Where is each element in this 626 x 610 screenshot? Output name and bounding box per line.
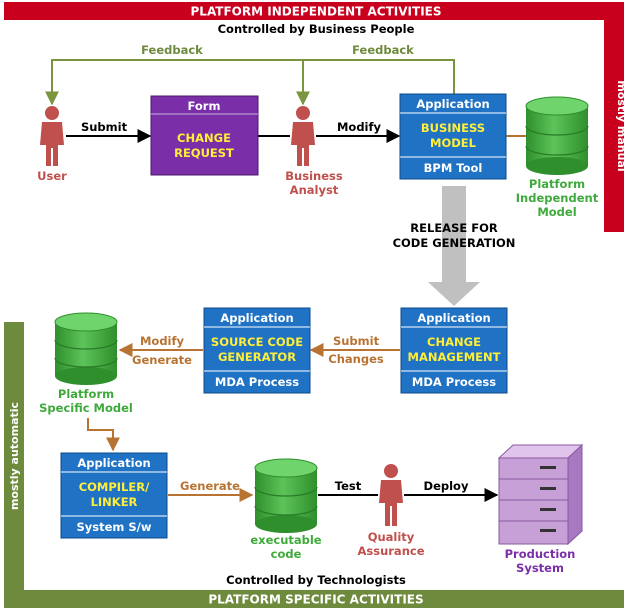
submit-changes-label-1: Submit [333, 334, 380, 348]
top-caption: Controlled by Business People [218, 22, 415, 36]
business-analyst-label-2: Analyst [290, 183, 339, 197]
compiler-linker-body-line-1: COMPILER/ [79, 480, 150, 494]
executable-code-label-2: code [271, 547, 302, 561]
feedback-left-label: Feedback [141, 43, 203, 57]
right-vertical-label: mostly manual [615, 80, 626, 171]
psm-label-2: Specific Model [39, 401, 133, 415]
pim-label-1: Platform [529, 177, 585, 191]
business-model-body-line-2: MODEL [430, 136, 477, 150]
change-management-footer: MDA Process [412, 375, 496, 389]
source-code-generator-footer: MDA Process [215, 375, 299, 389]
quality-assurance-label-1: Quality [368, 530, 415, 544]
user-label: User [37, 169, 67, 183]
modify-label: Modify [337, 120, 382, 134]
form-header: Form [188, 99, 221, 113]
submit-label: Submit [81, 120, 128, 134]
feedback-right-connector [296, 59, 455, 106]
quality-assurance-actor-icon [379, 464, 403, 526]
production-system-server-icon [497, 443, 584, 546]
business-model-footer: BPM Tool [424, 161, 483, 175]
compiler-linker-header: Application [77, 456, 150, 470]
bottom-banner-label: PLATFORM SPECIFIC ACTIVITIES [208, 593, 423, 607]
generate-label: Generate [180, 479, 240, 493]
top-banner [4, 2, 624, 20]
form-body-line-2: REQUEST [174, 146, 234, 160]
release-label-1: RELEASE FOR [410, 221, 498, 235]
source-code-generator-body-line-1: SOURCE CODE [211, 335, 303, 349]
form-body-line-1: CHANGE [177, 131, 231, 145]
platform-specific-model-database-icon [54, 312, 118, 385]
compiler-linker-box [60, 452, 168, 539]
feedback-right-label: Feedback [352, 43, 414, 57]
business-analyst-actor-icon [291, 106, 315, 166]
executable-code-database-icon [254, 458, 318, 533]
source-code-generator-header: Application [220, 311, 293, 325]
business-model-box [399, 93, 507, 180]
pim-label-3: Model [537, 205, 576, 219]
submit-changes-label-2: Changes [328, 352, 384, 366]
executable-code-label-1: executable [250, 533, 321, 547]
quality-assurance-label-2: Assurance [357, 544, 424, 558]
source-code-generator-box [203, 307, 311, 394]
pim-label-2: Independent [516, 191, 599, 205]
bottom-banner [4, 590, 624, 608]
platform-independent-model-database-icon [525, 96, 589, 175]
change-management-body-line-1: CHANGE [427, 335, 481, 349]
user-actor-icon [40, 106, 64, 166]
test-label: Test [335, 479, 362, 493]
source-code-generator-body-line-2: GENERATOR [218, 350, 296, 364]
top-banner-label: PLATFORM INDEPENDENT ACTIVITIES [191, 5, 442, 19]
production-system-label-2: System [516, 561, 564, 575]
release-label-2: CODE GENERATION [393, 236, 516, 250]
release-arrow [428, 186, 480, 306]
business-model-body-line-1: BUSINESS [421, 121, 485, 135]
change-request-form-box [150, 95, 259, 176]
production-system-label-1: Production [505, 547, 576, 561]
change-management-box [400, 307, 508, 394]
modify-generate-label-2: Generate [132, 353, 192, 367]
change-management-body-line-2: MANAGEMENT [408, 350, 501, 364]
business-model-header: Application [416, 97, 489, 111]
bottom-caption: Controlled by Technologists [226, 573, 406, 587]
psm-to-compiler-arrow [87, 418, 120, 452]
business-analyst-label-1: Business [285, 169, 343, 183]
left-vertical-label: mostly automatic [8, 402, 21, 510]
deploy-label: Deploy [424, 479, 469, 493]
right-vertical-banner [604, 20, 624, 232]
compiler-linker-body-line-2: LINKER [91, 495, 138, 509]
psm-label-1: Platform [58, 387, 114, 401]
left-vertical-banner [4, 322, 24, 590]
change-management-header: Application [417, 311, 490, 325]
modify-generate-label-1: Modify [140, 334, 185, 348]
compiler-linker-footer: System S/w [76, 520, 151, 534]
